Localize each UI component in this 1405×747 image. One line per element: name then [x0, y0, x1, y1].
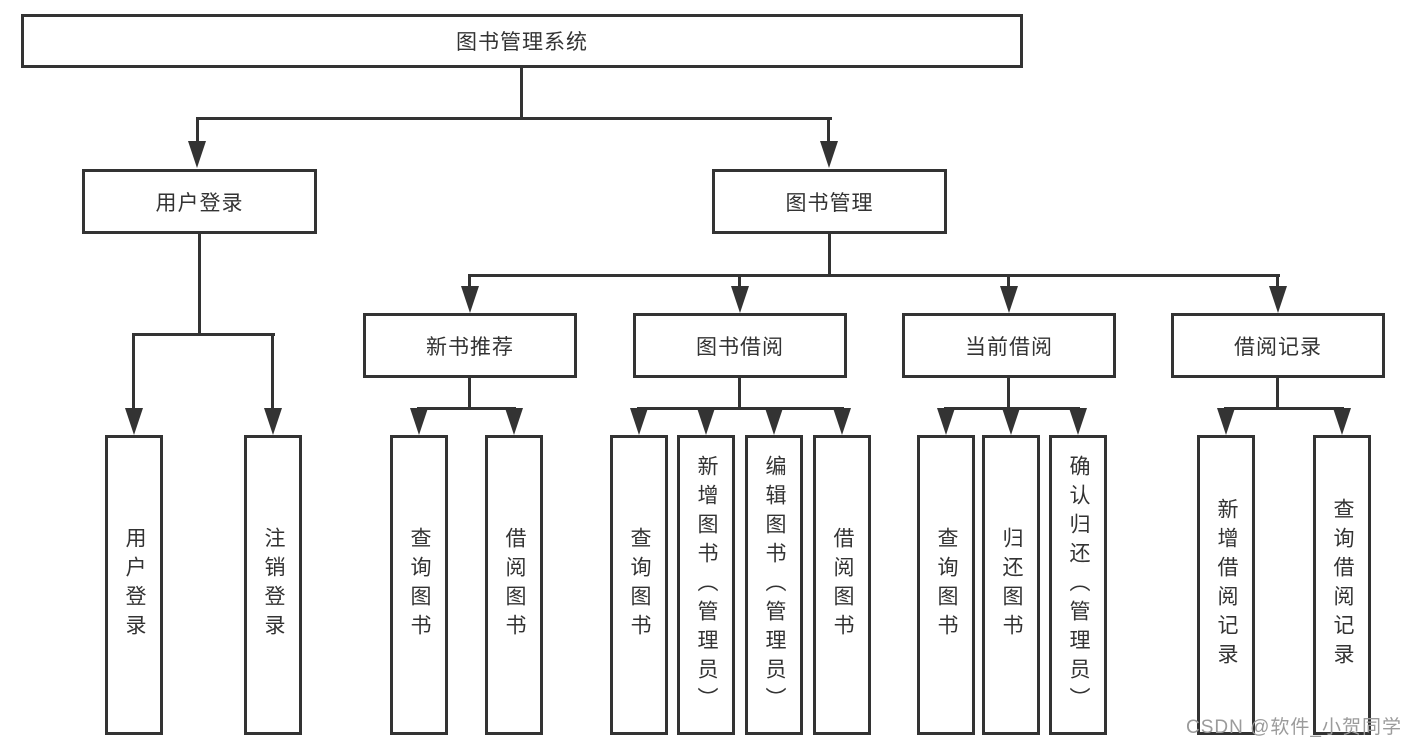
line — [1224, 407, 1344, 410]
arrowhead — [833, 408, 851, 435]
node-nbr-query-books: 查询图书 — [390, 435, 448, 735]
line — [196, 117, 199, 143]
line — [271, 333, 274, 409]
line — [1007, 378, 1010, 407]
node-cb-query-books: 查询图书 — [917, 435, 975, 735]
line — [132, 333, 275, 336]
line — [1276, 274, 1279, 288]
line — [468, 274, 471, 288]
arrowhead — [410, 408, 428, 435]
node-cb-confirm-return-admin: 确认归还（管理员） — [1049, 435, 1107, 735]
line — [827, 117, 830, 143]
line — [468, 378, 471, 407]
node-bb-query-books: 查询图书 — [610, 435, 668, 735]
arrowhead — [125, 408, 143, 435]
node-borrow-record: 借阅记录 — [1171, 313, 1385, 378]
arrowhead — [1217, 408, 1235, 435]
line — [1276, 378, 1279, 407]
node-library-management-system: 图书管理系统 — [21, 14, 1023, 68]
node-current-borrow: 当前借阅 — [902, 313, 1116, 378]
node-bb-add-books-admin: 新增图书（管理员） — [677, 435, 735, 735]
line — [738, 378, 741, 407]
arrowhead — [1069, 408, 1087, 435]
line — [828, 234, 831, 274]
node-new-book-recommend: 新书推荐 — [363, 313, 577, 378]
arrowhead — [820, 141, 838, 168]
line — [417, 407, 516, 410]
node-logout: 注销登录 — [244, 435, 302, 735]
arrowhead — [1269, 286, 1287, 313]
node-bb-borrow-books: 借阅图书 — [813, 435, 871, 735]
watermark: CSDN @软件_小贺同学 — [1186, 717, 1402, 738]
node-user-login-leaf: 用户登录 — [105, 435, 163, 735]
arrowhead — [1000, 286, 1018, 313]
node-br-add-record: 新增借阅记录 — [1197, 435, 1255, 735]
line — [132, 333, 135, 409]
line — [198, 234, 201, 333]
arrowhead — [505, 408, 523, 435]
arrowhead — [765, 408, 783, 435]
line — [738, 274, 741, 288]
arrowhead — [697, 408, 715, 435]
node-bb-edit-books-admin: 编辑图书（管理员） — [745, 435, 803, 735]
node-cb-return-books: 归还图书 — [982, 435, 1040, 735]
arrowhead — [731, 286, 749, 313]
line — [1007, 274, 1010, 288]
node-br-query-record: 查询借阅记录 — [1313, 435, 1371, 735]
node-book-borrow: 图书借阅 — [633, 313, 847, 378]
arrowhead — [1333, 408, 1351, 435]
line — [637, 407, 844, 410]
arrowhead — [188, 141, 206, 168]
line — [196, 117, 832, 120]
node-user-login: 用户登录 — [82, 169, 317, 234]
line — [468, 274, 1280, 277]
arrowhead — [1002, 408, 1020, 435]
arrowhead — [630, 408, 648, 435]
line — [520, 68, 523, 117]
arrowhead — [937, 408, 955, 435]
arrowhead — [264, 408, 282, 435]
arrowhead — [461, 286, 479, 313]
node-nbr-borrow-books: 借阅图书 — [485, 435, 543, 735]
node-book-management: 图书管理 — [712, 169, 947, 234]
